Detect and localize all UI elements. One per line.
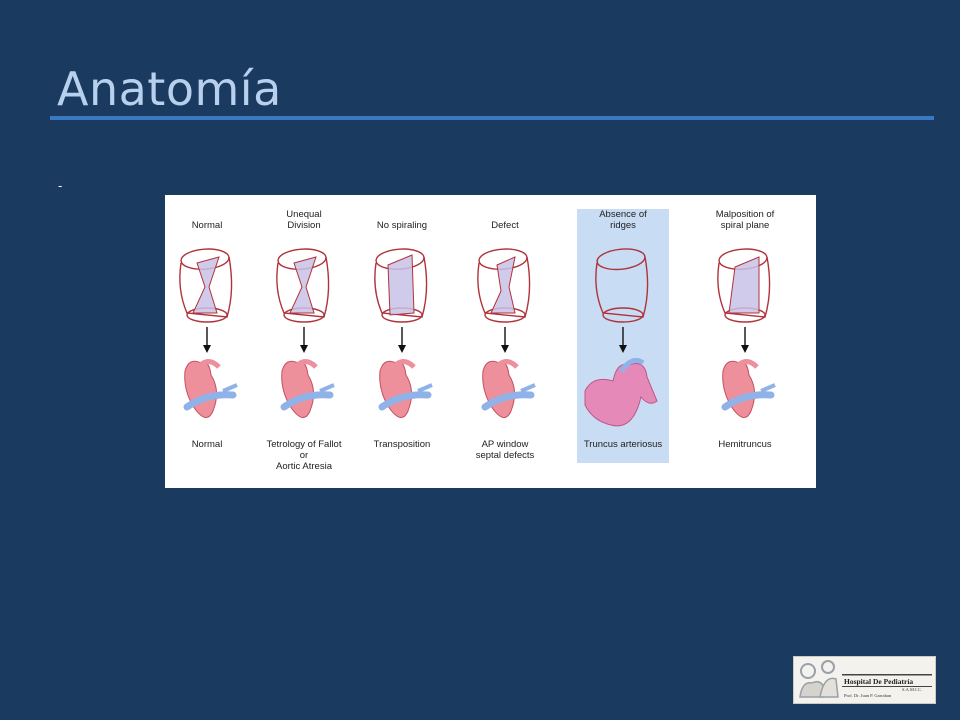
truncus-cylinder-icon [374,248,428,323]
hospital-logo-svg: Hospital De Pediatría S.A.M.I.C. Prof. D… [799,660,932,698]
top-label-line: Malposition of [716,209,775,220]
heart-vessels-icon [721,359,776,418]
top-label-line: ridges [610,220,636,231]
down-arrow-icon [619,327,627,353]
bottom-label-line: or [300,450,308,461]
truncus-cylinder-icon [276,248,330,323]
truncus-cylinder-icon [477,248,531,323]
bullet-marker: - [58,178,63,193]
logo-line1: Hospital De Pediatría [844,677,913,686]
truncus-cylinder-icon [179,248,233,323]
slide-title: Anatomía [57,62,282,116]
logo-line2: S.A.M.I.C. [902,687,922,692]
heart-vessels-icon [481,359,536,418]
down-arrow-icon [501,327,509,353]
top-label-line: Normal [192,220,223,231]
top-label-line: Defect [491,220,519,231]
down-arrow-icon [300,327,308,353]
top-label-line: Unequal [286,209,321,220]
heart-vessels-icon [183,359,238,418]
heart-vessels-icon [584,357,658,427]
down-arrow-icon [398,327,406,353]
bottom-label-line: AP window [482,439,529,450]
bottom-label-line: Tetrology of Fallot [267,439,342,450]
bottom-label-line: Aortic Atresia [276,461,333,472]
truncus-cylinder-icon [717,248,771,323]
top-label-line: No spiraling [377,220,427,231]
bottom-label-line: Normal [192,439,223,450]
hospital-logo: Hospital De Pediatría S.A.M.I.C. Prof. D… [793,656,936,704]
bottom-label-line: septal defects [476,450,535,461]
logo-line3: Prof. Dr. Juan P. Garrahan [844,693,892,698]
down-arrow-icon [741,327,749,353]
bottom-label-line: Hemitruncus [718,439,772,450]
truncus-cylinder-icon [595,248,649,323]
title-rule [50,116,934,120]
bottom-label-line: Transposition [374,439,431,450]
down-arrow-icon [203,327,211,353]
bottom-label-line: Truncus arteriosus [584,439,663,450]
top-label-line: Absence of [599,209,647,220]
heart-vessels-icon [378,359,433,418]
heart-vessels-icon [280,359,335,418]
top-label-line: Division [287,220,320,231]
top-label-line: spiral plane [721,220,770,231]
logo-figures-icon [799,660,839,698]
